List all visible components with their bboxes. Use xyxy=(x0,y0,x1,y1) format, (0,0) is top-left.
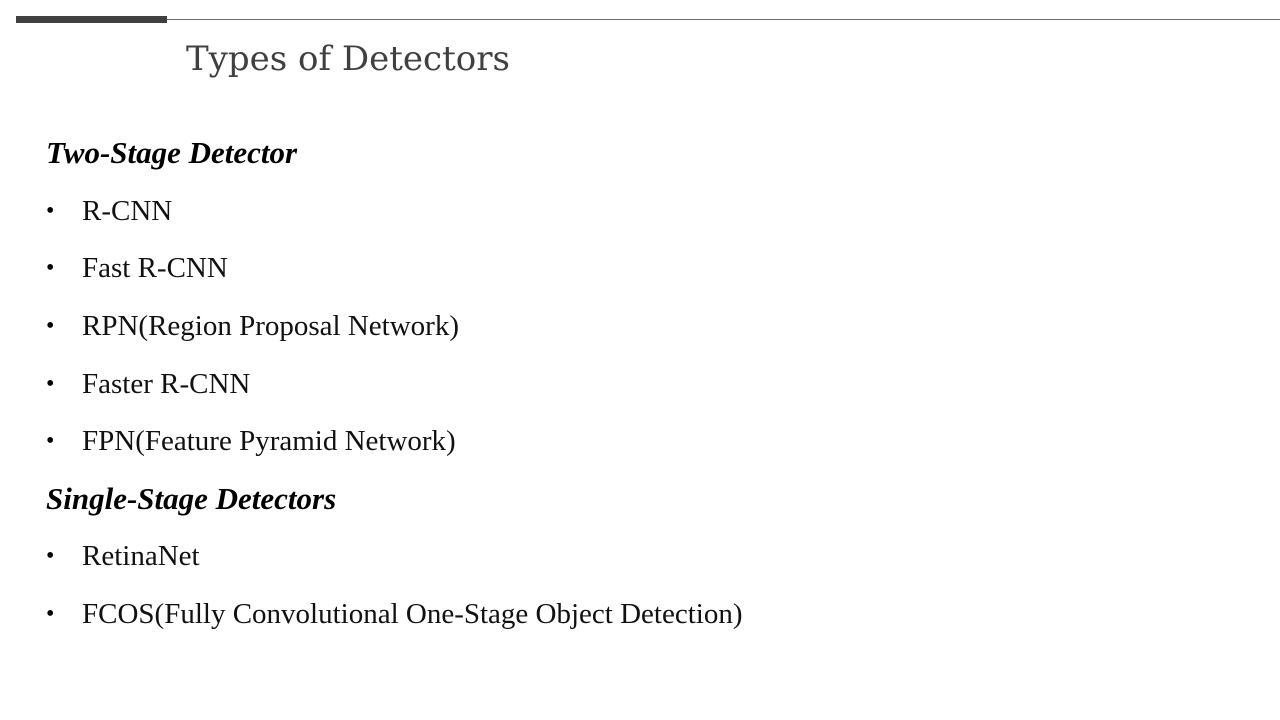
bullet-icon: • xyxy=(46,255,55,281)
section-heading-single-stage: Single-Stage Detectors xyxy=(46,481,337,516)
list-item-text: Fast R-CNN xyxy=(82,252,228,284)
top-rule-line xyxy=(166,19,1280,20)
bullet-icon: • xyxy=(46,601,55,627)
list-item-text: RPN(Region Proposal Network) xyxy=(82,310,459,342)
list-item: • FPN(Feature Pyramid Network) xyxy=(46,423,456,459)
top-rule-accent xyxy=(16,16,167,23)
list-item: • R-CNN xyxy=(46,193,172,229)
list-item-text: R-CNN xyxy=(82,195,173,227)
section-heading-two-stage: Two-Stage Detector xyxy=(46,135,298,170)
list-item: • Fast R-CNN xyxy=(46,250,228,286)
list-item-text: FPN(Feature Pyramid Network) xyxy=(82,425,456,457)
slide-title: Types of Detectors xyxy=(186,39,510,79)
bullet-icon: • xyxy=(46,543,55,569)
bullet-icon: • xyxy=(46,371,55,397)
list-item: • RetinaNet xyxy=(46,538,200,574)
list-item-text: RetinaNet xyxy=(82,540,200,572)
bullet-icon: • xyxy=(46,313,55,339)
bullet-icon: • xyxy=(46,428,55,454)
list-item-text: Faster R-CNN xyxy=(82,368,251,400)
list-item-text: FCOS(Fully Convolutional One-Stage Objec… xyxy=(82,598,743,630)
bullet-icon: • xyxy=(46,198,55,224)
list-item: • FCOS(Fully Convolutional One-Stage Obj… xyxy=(46,596,742,632)
list-item: • Faster R-CNN xyxy=(46,366,250,402)
list-item: • RPN(Region Proposal Network) xyxy=(46,308,459,344)
